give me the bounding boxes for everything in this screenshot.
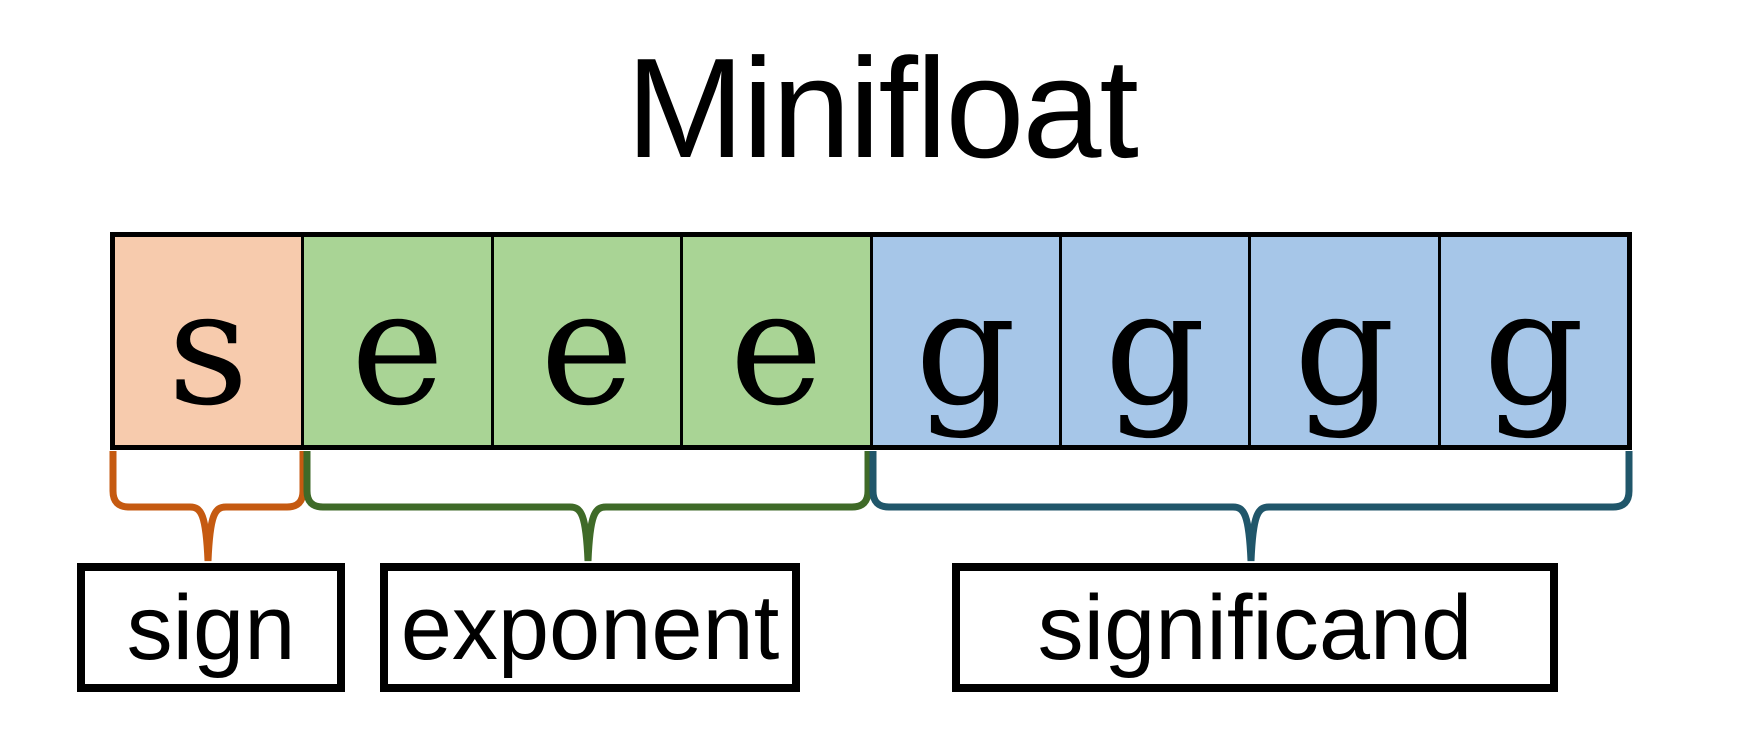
page-title: Minifloat: [626, 29, 1139, 188]
bit-cell-exponent-3: e: [680, 237, 870, 445]
significand-label: significand: [1037, 576, 1473, 679]
bit-cell-significand-1: g: [869, 237, 1059, 445]
exponent-label-box: exponent: [380, 563, 800, 692]
bit-cell-exponent-2: e: [490, 237, 681, 445]
exponent-label: exponent: [400, 576, 780, 679]
bit-cell-sign: s: [115, 237, 302, 445]
significand-brace-icon: [869, 451, 1633, 562]
bit-cell-significand-4: g: [1437, 237, 1627, 445]
significand-label-box: significand: [952, 563, 1558, 692]
sign-brace-icon: [109, 451, 307, 562]
bit-row: s e e e g g g g: [110, 232, 1632, 450]
bit-cell-exponent-1: e: [301, 237, 491, 445]
exponent-brace-icon: [303, 451, 872, 562]
sign-label-box: sign: [77, 563, 345, 692]
bit-cell-significand-2: g: [1058, 237, 1249, 445]
sign-label: sign: [126, 576, 296, 679]
bit-cell-significand-3: g: [1248, 237, 1438, 445]
